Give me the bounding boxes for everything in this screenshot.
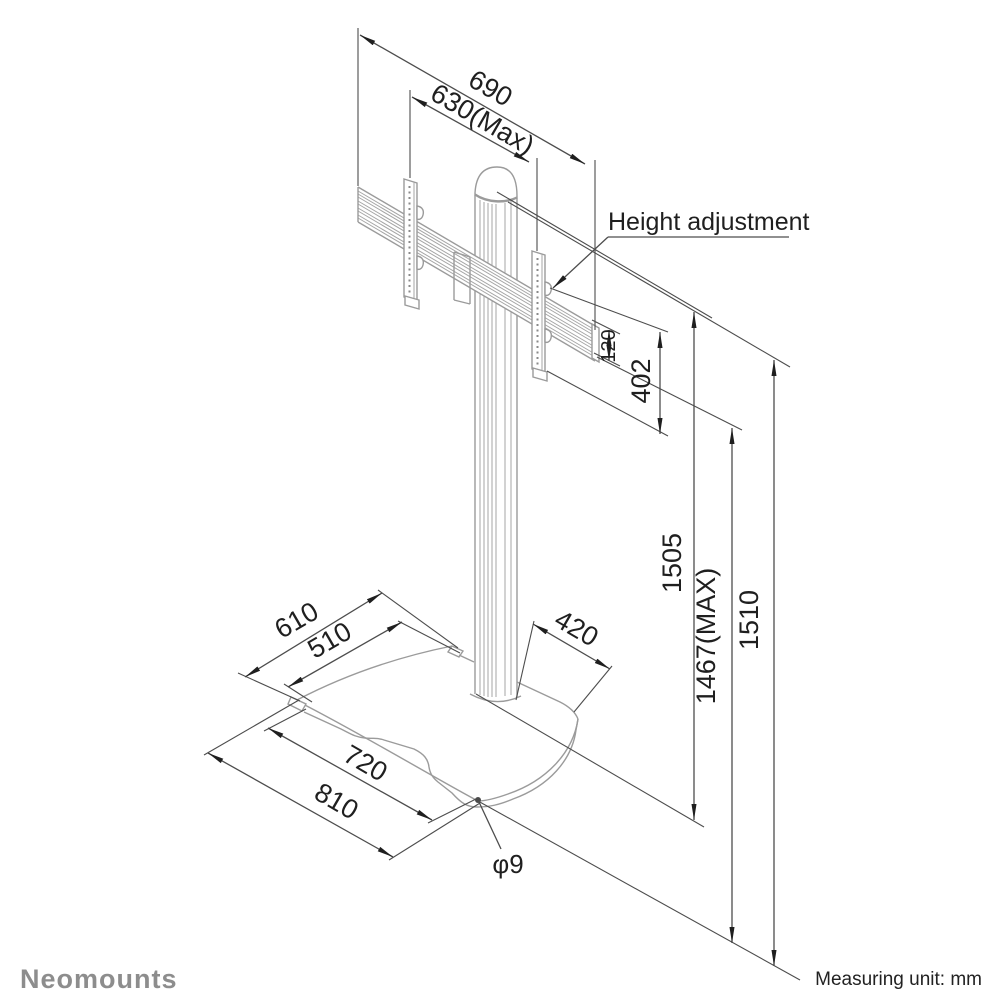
bracket-hook bbox=[416, 255, 425, 271]
dim-label-1505: 1505 bbox=[657, 533, 687, 593]
hole-diameter-callout: φ9 bbox=[478, 801, 524, 879]
dim-label-1467-max: 1467(MAX) bbox=[691, 568, 721, 705]
floor-stand-illustration bbox=[287, 166, 600, 808]
dim-label-810: 810 bbox=[309, 777, 363, 826]
dim-label-720: 720 bbox=[338, 739, 392, 788]
dim-label-120: 120 bbox=[598, 329, 620, 362]
dim-label-1510: 1510 bbox=[734, 590, 764, 650]
dim-402: 402 bbox=[626, 332, 663, 434]
brand-logo: Neomounts bbox=[20, 964, 178, 994]
hole-diameter-label: φ9 bbox=[492, 849, 523, 879]
bracket-hook bbox=[416, 205, 425, 221]
dim-1510: 1510 bbox=[734, 360, 777, 966]
bracket-foot bbox=[532, 367, 548, 382]
bracket-hook bbox=[544, 281, 553, 297]
dim-label-402: 402 bbox=[626, 358, 656, 403]
tv-bracket-right bbox=[531, 250, 553, 382]
bracket-hook bbox=[544, 328, 553, 344]
height-adjustment-callout: Height adjustment bbox=[552, 208, 810, 289]
pole-column bbox=[469, 166, 522, 703]
pole-clamp bbox=[453, 251, 471, 305]
height-adjustment-label: Height adjustment bbox=[608, 208, 810, 236]
rail-end-cap bbox=[591, 322, 600, 364]
dim-label-420: 420 bbox=[549, 604, 603, 653]
dim-420: 420 bbox=[532, 604, 611, 670]
dim-1467-max: 1467(MAX) bbox=[691, 428, 735, 943]
floor-reference-line bbox=[477, 800, 801, 981]
dim-120: 120 bbox=[598, 329, 620, 362]
pole-top-cap bbox=[474, 166, 518, 203]
bracket-foot bbox=[404, 295, 420, 310]
tv-bracket-left bbox=[403, 178, 425, 310]
dim-1505: 1505 bbox=[657, 312, 697, 820]
measuring-unit-note: Measuring unit: mm bbox=[815, 969, 982, 990]
